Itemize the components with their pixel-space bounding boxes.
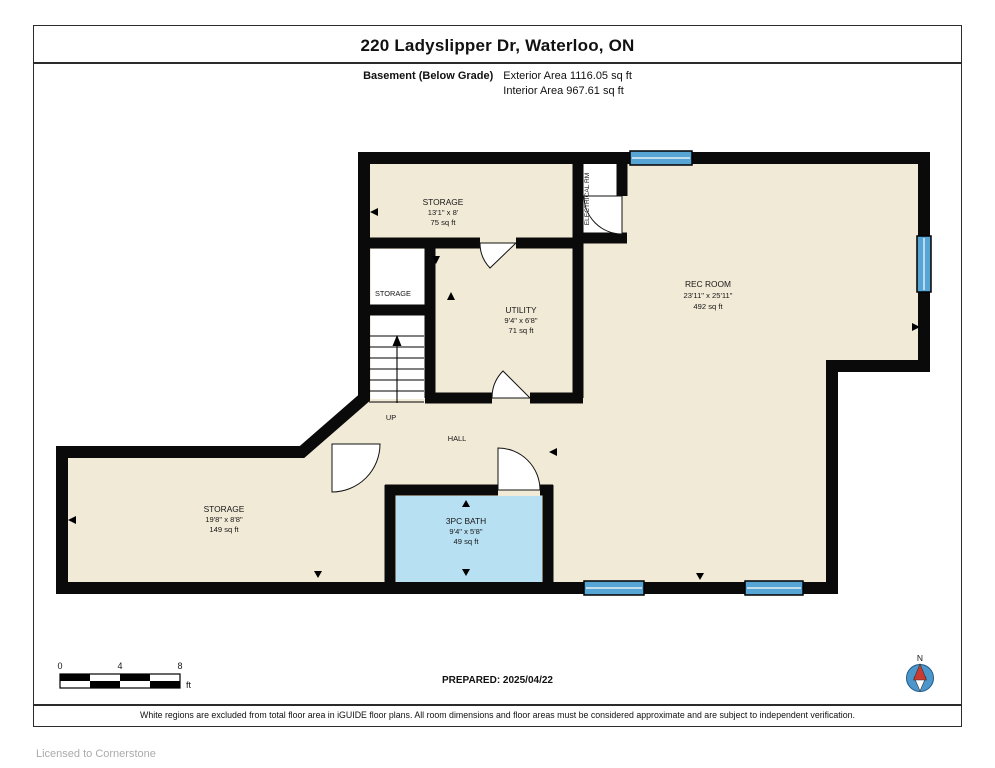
storage-upper-area: 75 sq ft — [431, 218, 457, 227]
floor-label: Basement (Below Grade) — [363, 70, 494, 82]
utility-door — [491, 370, 532, 399]
scale-bar-segment — [120, 674, 150, 681]
utility-dims: 9'4" x 6'8" — [504, 316, 538, 325]
scale-bar: 0 4 8 ft — [57, 661, 191, 690]
dimension-arrow — [462, 500, 470, 507]
bath-door — [497, 447, 541, 491]
footer-divider — [33, 704, 962, 706]
dimension-arrow — [370, 208, 378, 216]
floor-info: Basement (Below Grade) Exterior Area 111… — [33, 69, 962, 98]
compass-north-label: N — [917, 653, 923, 663]
scale-unit: ft — [186, 680, 192, 690]
compass: N — [906, 653, 934, 692]
disclaimer-text: White regions are excluded from total fl… — [140, 710, 855, 720]
storage-closet-name: STORAGE — [375, 289, 411, 298]
stairs — [369, 335, 424, 403]
room-labels: STORAGE 13'1" x 8' 75 sq ft STORAGE UTIL… — [204, 173, 733, 546]
dimension-arrow — [912, 323, 920, 331]
windows — [583, 150, 932, 596]
rec-room-name: REC ROOM — [685, 279, 731, 289]
dimension-arrow — [462, 569, 470, 576]
rec-room-dims: 23'11" x 25'11" — [684, 291, 733, 300]
storage-upper-dims: 13'1" x 8' — [428, 208, 459, 217]
scale-label-4: 4 — [117, 661, 122, 671]
dimension-arrow — [447, 292, 455, 300]
scale-bar-segment — [90, 681, 120, 688]
compass-needle-north — [913, 663, 927, 681]
bath-dims: 9'4" x 5'8" — [449, 527, 483, 536]
scale-bar-segment — [60, 674, 90, 681]
scale-bar-segment — [150, 681, 180, 688]
hall-name: HALL — [448, 434, 467, 443]
page-border — [33, 25, 962, 727]
electrical-name: ELECTRICAL RM — [584, 173, 591, 226]
dimension-arrow — [549, 448, 557, 456]
prepared-date: PREPARED: 2025/04/22 — [442, 675, 553, 686]
utility-area: 71 sq ft — [509, 326, 535, 335]
utility-name: UTILITY — [505, 305, 537, 315]
exterior-area: Exterior Area 1116.05 sq ft — [503, 70, 632, 82]
scale-label-8: 8 — [177, 661, 182, 671]
license-text: Licensed to Cornerstone — [36, 748, 156, 760]
storage-upper-name: STORAGE — [423, 197, 464, 207]
interior-area: Interior Area 967.61 sq ft — [503, 84, 624, 97]
storage-lower-area: 149 sq ft — [209, 525, 239, 534]
storage-lower-door — [331, 443, 381, 493]
dimension-arrow — [432, 256, 440, 264]
interior-walls — [364, 153, 628, 593]
page-title: 220 Ladyslipper Dr, Waterloo, ON — [360, 36, 635, 55]
dimension-arrows — [68, 208, 920, 580]
scale-label-0: 0 — [57, 661, 62, 671]
storage-lower-name: STORAGE — [204, 504, 245, 514]
dimension-arrow — [696, 573, 704, 580]
stairs-closet-region — [371, 249, 425, 399]
stairs-up-label: UP — [386, 413, 396, 422]
storage-lower-dims: 19'8" x 8'8" — [205, 515, 243, 524]
storage-utility-door — [479, 242, 518, 269]
dimension-arrow — [68, 516, 76, 524]
stairs-up-arrow — [392, 335, 402, 346]
bath-area: 49 sq ft — [454, 537, 480, 546]
electrical-door — [583, 195, 623, 235]
bath-name: 3PC BATH — [446, 516, 486, 526]
header-divider — [33, 62, 962, 64]
doors — [331, 195, 623, 493]
dimension-arrow — [314, 571, 322, 578]
rec-room-area: 492 sq ft — [693, 302, 723, 311]
area-summary: Exterior Area 1116.05 sq ft Interior Are… — [503, 69, 632, 98]
bath-floor — [396, 496, 542, 582]
